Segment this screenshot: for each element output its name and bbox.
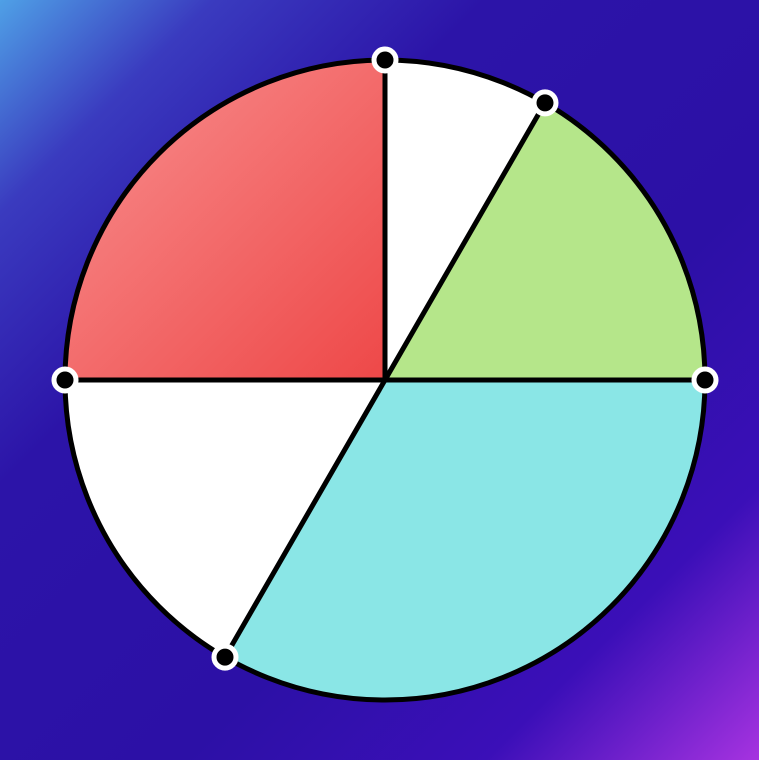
pie-slice-1 <box>385 60 545 380</box>
boundary-marker-5[interactable] <box>51 366 79 394</box>
pie-slice-5 <box>65 60 385 380</box>
boundary-marker-2[interactable] <box>531 89 559 117</box>
boundary-marker-1[interactable] <box>371 46 399 74</box>
pie-slice-2 <box>385 102 705 380</box>
pie-slices <box>65 60 705 700</box>
boundary-markers <box>51 46 719 671</box>
pie-slice-4 <box>65 380 385 658</box>
slice-divider-2 <box>382 101 548 382</box>
boundary-marker-3[interactable] <box>691 366 719 394</box>
boundary-marker-4[interactable] <box>211 643 239 671</box>
slice-dividers <box>65 60 705 659</box>
pie-slice-3 <box>225 380 705 700</box>
slice-divider-4 <box>222 378 388 659</box>
